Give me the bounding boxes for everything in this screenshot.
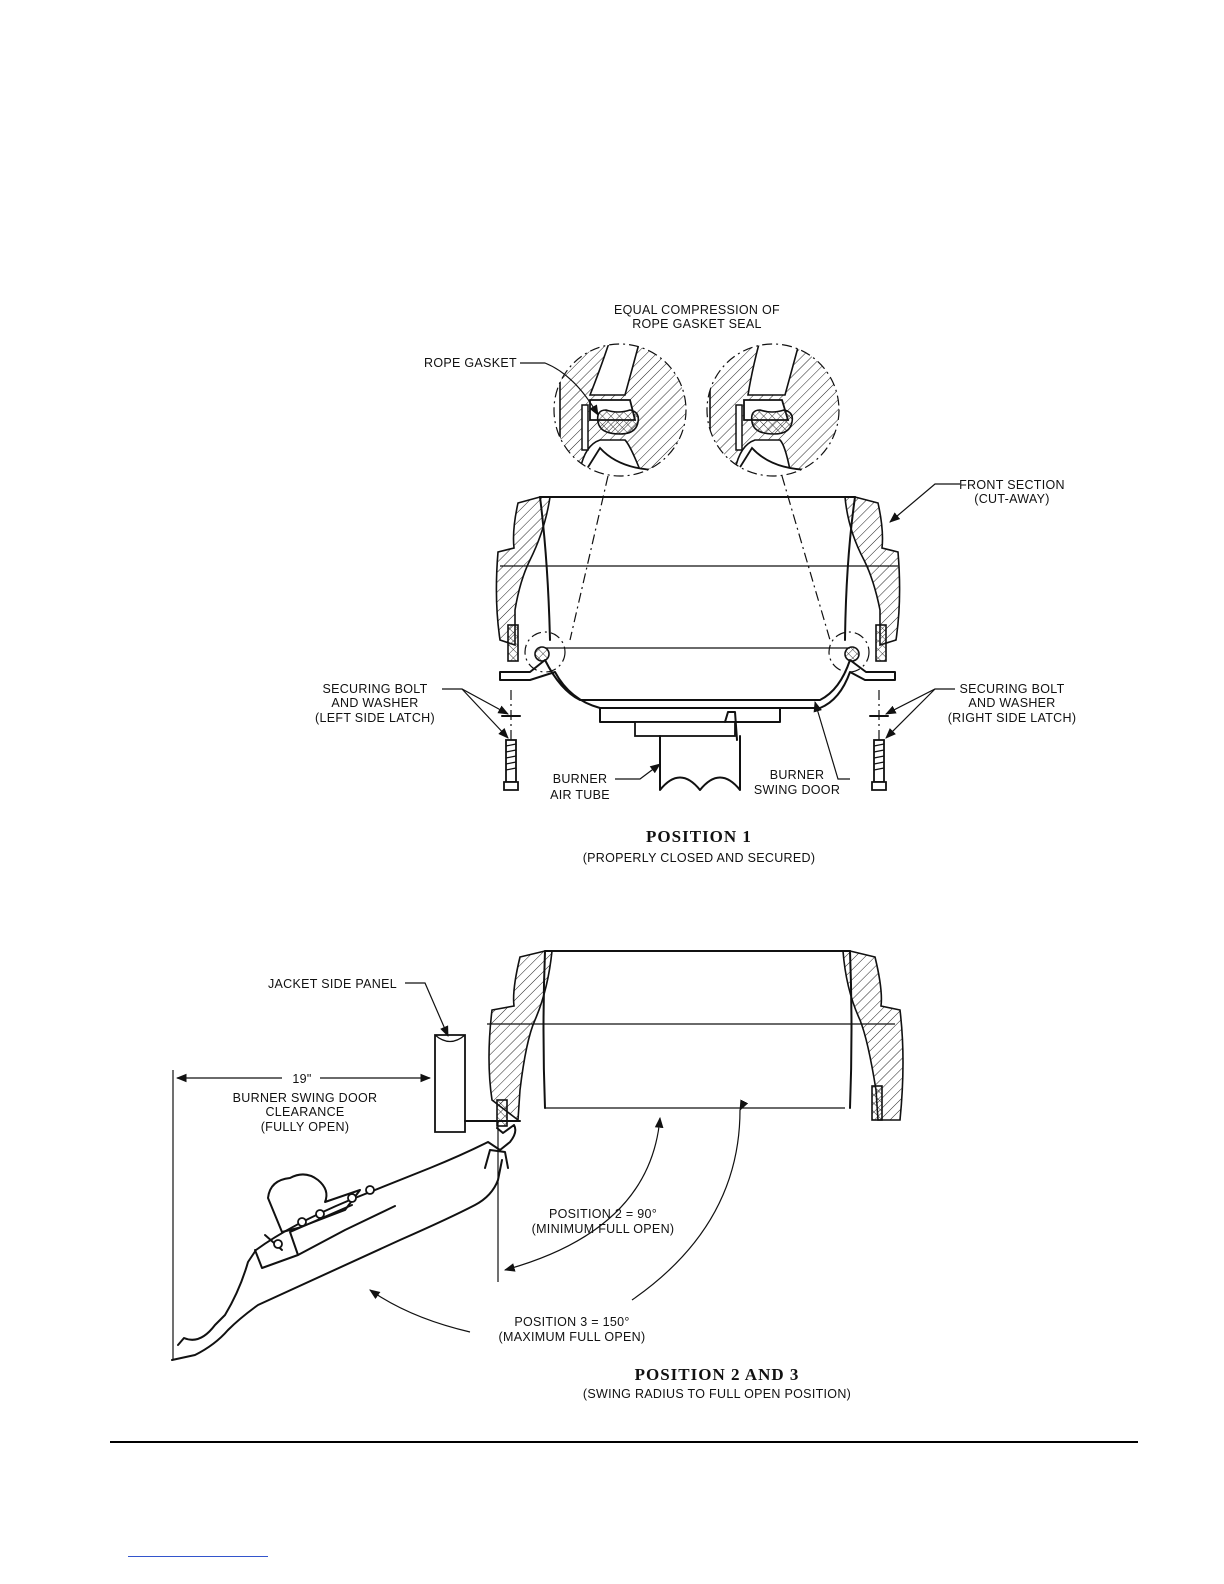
- position-3-label-line2: (MAXIMUM FULL OPEN): [499, 1330, 646, 1344]
- air-tube-label-line1: BURNER: [553, 772, 608, 786]
- jacket-side-panel: [434, 1034, 521, 1133]
- right-bolt-label-line1: SECURING BOLT: [959, 682, 1064, 696]
- front-section-label-line1: FRONT SECTION: [959, 478, 1065, 492]
- rope-gasket-label: ROPE GASKET: [424, 356, 517, 370]
- clearance-label-line1: BURNER SWING DOOR: [233, 1091, 378, 1105]
- position-2-label-line2: (MINIMUM FULL OPEN): [532, 1222, 675, 1236]
- left-bolt-label-line3: (LEFT SIDE LATCH): [315, 711, 435, 725]
- figure-position-2-and-3: JACKET SIDE PANEL 19" BURNER SWING DOOR …: [171, 950, 904, 1401]
- position-2-label-line1: POSITION 2 = 90°: [549, 1207, 657, 1221]
- footer-divider: [110, 1441, 1138, 1443]
- position-2-3-title: POSITION 2 AND 3: [635, 1365, 800, 1384]
- equal-compression-label-line2: ROPE GASKET SEAL: [632, 317, 762, 331]
- front-section-label-line2: (CUT-AWAY): [974, 492, 1049, 506]
- swing-door-label-line1: BURNER: [770, 768, 825, 782]
- jacket-side-panel-label: JACKET SIDE PANEL: [268, 977, 397, 991]
- position-2-3-subtitle: (SWING RADIUS TO FULL OPEN POSITION): [583, 1387, 851, 1401]
- figure-position-1: EQUAL COMPRESSION OF ROPE GASKET SEAL RO…: [315, 303, 1076, 865]
- swing-door-label-line2: SWING DOOR: [754, 783, 840, 797]
- front-section-open: [487, 950, 904, 1127]
- right-bolt-label-line3: (RIGHT SIDE LATCH): [948, 711, 1077, 725]
- swing-door-closed: [499, 659, 896, 791]
- position-3-label-line1: POSITION 3 = 150°: [514, 1315, 629, 1329]
- left-bolt-label-line2: AND WASHER: [331, 696, 418, 710]
- equal-compression-label-line1: EQUAL COMPRESSION OF: [614, 303, 780, 317]
- right-bolt-label-line2: AND WASHER: [968, 696, 1055, 710]
- left-securing-bolt: [501, 690, 521, 791]
- position-1-subtitle: (PROPERLY CLOSED AND SECURED): [583, 851, 816, 865]
- right-securing-bolt: [869, 690, 889, 791]
- gasket-detail-left: [553, 343, 687, 477]
- left-bolt-label-line1: SECURING BOLT: [322, 682, 427, 696]
- front-section-body: [495, 496, 901, 673]
- dimension-label: 19": [292, 1072, 311, 1086]
- clearance-label-line3: (FULLY OPEN): [261, 1120, 350, 1134]
- position-1-title: POSITION 1: [646, 827, 752, 846]
- air-tube-label-line2: AIR TUBE: [550, 788, 610, 802]
- clearance-label-line2: CLEARANCE: [265, 1105, 344, 1119]
- gasket-detail-right: [706, 343, 840, 477]
- footer-link-underline: [128, 1556, 268, 1557]
- swing-door-open: [171, 1124, 517, 1361]
